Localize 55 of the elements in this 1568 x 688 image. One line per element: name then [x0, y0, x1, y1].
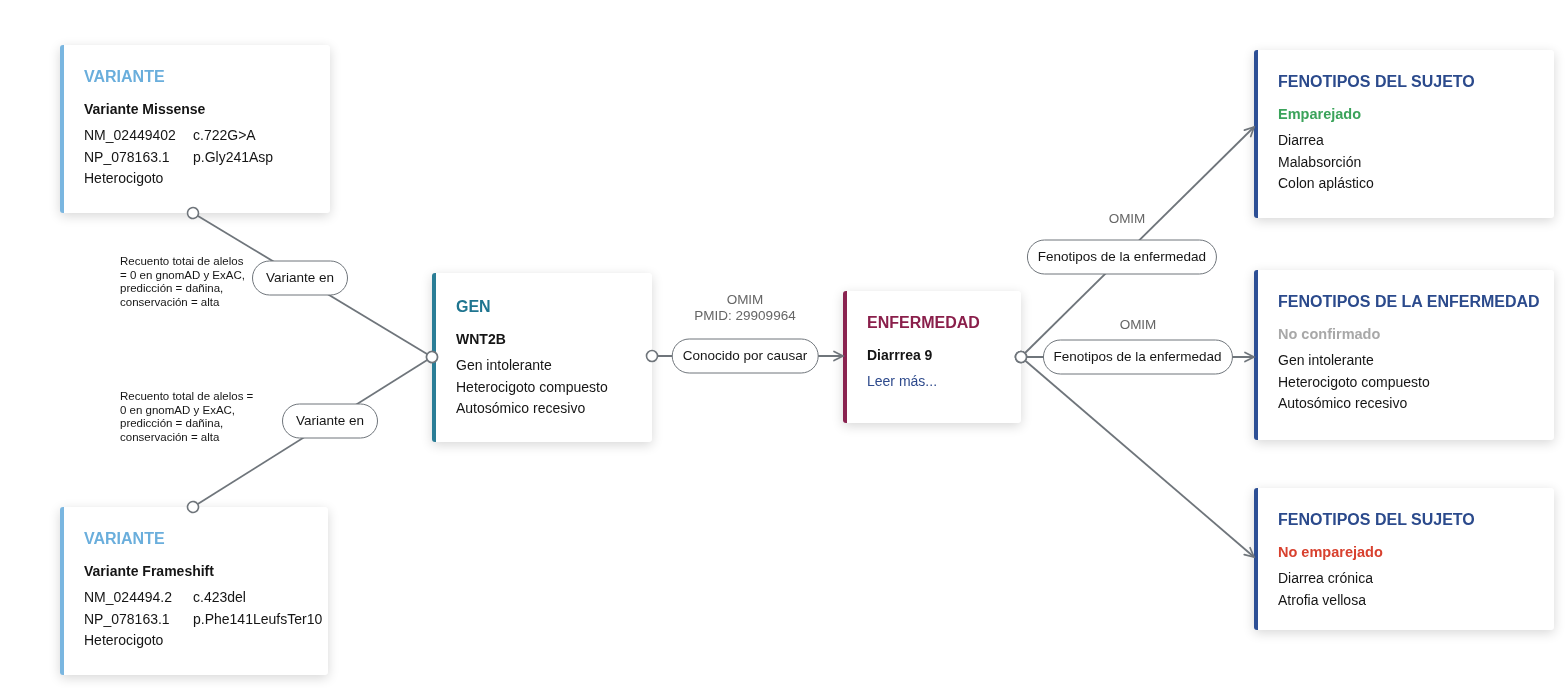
annotation-text: Recuento totai de alelos = 0 en gnomAD y ExAC, predicción = dañina, conservación = alta — [120, 255, 246, 309]
card-heading: FENOTIPOS DE LA ENFERMEDAD — [1278, 292, 1540, 312]
match-status: No confirmado — [1278, 325, 1381, 344]
source-label: OMIM — [726, 292, 764, 308]
variant-card — [60, 45, 330, 213]
edge-label: Fenotipos de la enfermedad — [1042, 339, 1233, 375]
arrow — [1014, 350, 1255, 558]
list-item: Malabsorción — [1278, 152, 1362, 172]
gene-attribute: Autosómico recesivo — [456, 399, 586, 418]
gene-symbol: WNT2B — [456, 330, 506, 349]
accession-number: NM_024494.2 — [84, 588, 172, 607]
list-item: Heterocigoto compuesto — [1278, 372, 1430, 392]
list-item: Gen intolerante — [1278, 351, 1374, 370]
source-label: OMIM — [1108, 211, 1146, 227]
card-heading: ENFERMEDAD — [867, 313, 980, 333]
list-item: Autosómico recesivo — [1278, 394, 1408, 413]
card-heading: VARIANTE — [84, 67, 165, 87]
list-item: Colon aplástico — [1278, 174, 1374, 193]
phenotype-card — [1254, 488, 1554, 630]
list-item: Atrofia vellosa — [1278, 590, 1366, 610]
gene-card — [432, 273, 652, 442]
zygosity-text: Heterocigoto — [84, 169, 164, 188]
card-heading: FENOTIPOS DEL SUJETO — [1278, 72, 1475, 92]
card-heading: VARIANTE — [84, 529, 165, 549]
list-item: Diarrea — [1278, 131, 1324, 150]
gene-attribute: Gen intolerante — [456, 356, 552, 375]
variant-card — [60, 507, 328, 675]
disease-card — [843, 291, 1021, 423]
edge-label: Conocido por causar — [671, 338, 819, 374]
list-item: Diarrea crónica — [1278, 569, 1373, 588]
edge-label: Variante en — [252, 260, 349, 295]
variant-notation: p.Gly241Asp — [193, 147, 274, 167]
phenotype-card — [1254, 50, 1554, 218]
edge-label: Variante en — [281, 403, 378, 439]
accession-number: NM_02449402 — [84, 126, 176, 145]
variant-notation: c.722G>A — [193, 126, 256, 145]
edge-label: Fenotipos de la enfermedad — [1026, 239, 1217, 275]
accession-number: NP_078163.1 — [84, 609, 170, 629]
variant-name: Variante Missense — [84, 100, 206, 119]
annotation-text: Recuento total de alelos = 0 en gnomAD y ExAC, predicción = dañina, conservación = alta — [120, 390, 255, 444]
variant-notation: p.Phe141LeufsTer10 — [193, 609, 323, 629]
disease-name: Diarrrea 9 — [867, 346, 933, 365]
card-heading: FENOTIPOS DEL SUJETO — [1278, 510, 1475, 530]
phenotype-card — [1254, 270, 1554, 440]
card-heading: GEN — [456, 297, 491, 317]
match-status: No emparejado — [1278, 543, 1383, 562]
source-label: OMIM — [1119, 317, 1157, 333]
gene-attribute: Heterocigoto compuesto — [456, 377, 608, 397]
zygosity-text: Heterocigoto — [84, 631, 164, 650]
variant-notation: c.423del — [193, 588, 246, 607]
accession-number: NP_078163.1 — [84, 147, 170, 167]
variant-name: Variante Frameshift — [84, 562, 214, 581]
read-more-link: Leer más... — [867, 372, 938, 391]
reference-label: PMID: 29909964 — [694, 308, 796, 324]
match-status: Emparejado — [1278, 105, 1361, 124]
